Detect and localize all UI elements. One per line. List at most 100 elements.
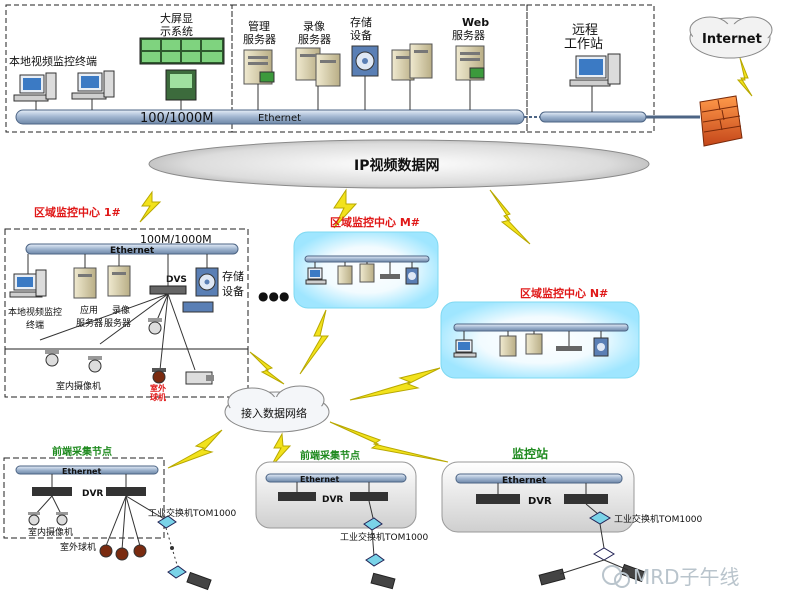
pc-icon (71, 70, 115, 100)
regional-n-bus (453, 323, 629, 332)
front-mid-ethernet: Ethernet (300, 475, 339, 484)
big-screen-label-1: 大屏显 (160, 11, 193, 25)
app-server-icon (73, 267, 97, 299)
remote-label-1: 远程 (572, 23, 598, 38)
video-wall-icon (139, 37, 225, 65)
bus-ethernet-label: Ethernet (258, 113, 301, 124)
camera-link (99, 293, 169, 345)
pc-icon (305, 267, 327, 285)
watermark-logo-icon (602, 565, 630, 588)
core-network-ellipse (148, 139, 650, 189)
switch-icon (589, 511, 611, 525)
camera-link (159, 293, 169, 371)
switch-icon (363, 517, 383, 531)
front-left-dvr: DVR (82, 489, 103, 499)
switch-icon (593, 547, 615, 561)
storage-icon (405, 267, 419, 285)
box-camera-icon (620, 563, 646, 583)
monitor-station-switch: 工业交换机TOM1000 (614, 513, 703, 525)
box-camera-icon (185, 371, 214, 385)
front-left-switch: 工业交换机TOM1000 (148, 507, 237, 519)
mgmt-server-icon (243, 49, 275, 85)
regional-1-indoor-cam: 室内摄像机 (56, 380, 101, 392)
outdoor-dome-icon (133, 544, 147, 558)
dvs-icon (149, 285, 187, 295)
box-camera-icon (538, 568, 566, 586)
remote-segment-box (526, 4, 655, 133)
web-server-label-1: Web (462, 16, 489, 29)
server-icon (337, 265, 353, 285)
big-screen-label-2: 示系统 (160, 25, 193, 38)
regional-1-box (4, 228, 249, 350)
pc-icon (13, 72, 57, 102)
record-server-label-1: 录像 (112, 304, 130, 316)
access-network-label: 接入数据网络 (241, 406, 307, 420)
dvr-icon (564, 494, 608, 504)
outdoor-dome-icon (99, 544, 113, 558)
record-server-label-2: 服务器 (298, 33, 331, 46)
lightning-icon (249, 351, 285, 385)
outdoor-dome-label-1: 室外 (150, 383, 166, 393)
dvs-label: DVS (166, 275, 187, 285)
server-rack-icon (391, 43, 433, 81)
camera-link (167, 293, 196, 371)
dome-camera-icon (88, 356, 102, 373)
dvr-icon (350, 492, 388, 501)
camera-link (39, 293, 169, 341)
storage-icon (593, 337, 609, 357)
server-icon (359, 263, 375, 283)
monitor-station-dvr: DVR (528, 496, 552, 507)
front-mid-title: 前端采集节点 (300, 449, 360, 462)
storage-label-1: 存储 (350, 15, 372, 29)
lightning-icon (736, 57, 753, 97)
regional-m-title: 区域监控中心 M# (330, 215, 420, 229)
outdoor-dome-icon (152, 368, 166, 384)
outdoor-dome-icon (115, 547, 129, 561)
front-left-ethernet: Ethernet (62, 467, 101, 476)
regional-m-bus (304, 255, 430, 263)
switch-icon (157, 515, 177, 529)
regional-1-bus (25, 243, 239, 255)
remote-label-2: 工作站 (564, 37, 603, 52)
dvs-icon (380, 274, 400, 279)
server-icon (499, 335, 517, 357)
firewall-icon (699, 95, 743, 147)
regional-1-storage-1: 存储 (222, 269, 244, 283)
lightning-icon (349, 367, 441, 401)
web-server-label-2: 服务器 (452, 29, 485, 42)
internet-label: Internet (702, 32, 762, 47)
regional-1-terminal-2: 终端 (26, 319, 44, 331)
dvr-icon (278, 492, 316, 501)
front-mid-switch: 工业交换机TOM1000 (340, 531, 429, 543)
lightning-icon (299, 309, 329, 375)
server-segment-box (231, 4, 528, 133)
box-camera-icon (370, 572, 396, 590)
monitor-station-title: 监控站 (512, 446, 548, 461)
front-left-title: 前端采集节点 (52, 445, 112, 458)
record-server-label-1: 录像 (303, 20, 325, 33)
storage-icon (351, 45, 379, 77)
regional-1-cam-box (4, 348, 249, 398)
regional-1-storage-2: 设备 (222, 284, 244, 298)
bus-speed-label: 100/1000M (140, 111, 214, 126)
core-network-label: IP视频数据网 (354, 157, 439, 174)
lightning-icon (167, 429, 223, 469)
lightning-icon (489, 189, 531, 245)
switch-icon (365, 553, 385, 567)
switch-icon (167, 565, 187, 579)
front-left-box (3, 457, 165, 539)
storage-icon (182, 267, 219, 313)
front-left-indoor-cam: 室内摄像机 (28, 526, 73, 538)
dome-camera-icon (56, 512, 68, 526)
lightning-icon (139, 190, 162, 223)
watermark-text: MRD子午线 (633, 565, 740, 589)
dome-camera-icon (148, 318, 162, 335)
regional-1-speed: 100M/1000M (140, 233, 212, 246)
access-network-cloud (224, 385, 330, 433)
decoder-icon (165, 69, 197, 101)
app-server-label-1: 应用 (80, 304, 98, 316)
mgmt-server-label-2: 服务器 (243, 33, 276, 46)
lightning-icon (329, 421, 449, 463)
local-terminal-label: 本地视频监控终端 (9, 54, 97, 68)
